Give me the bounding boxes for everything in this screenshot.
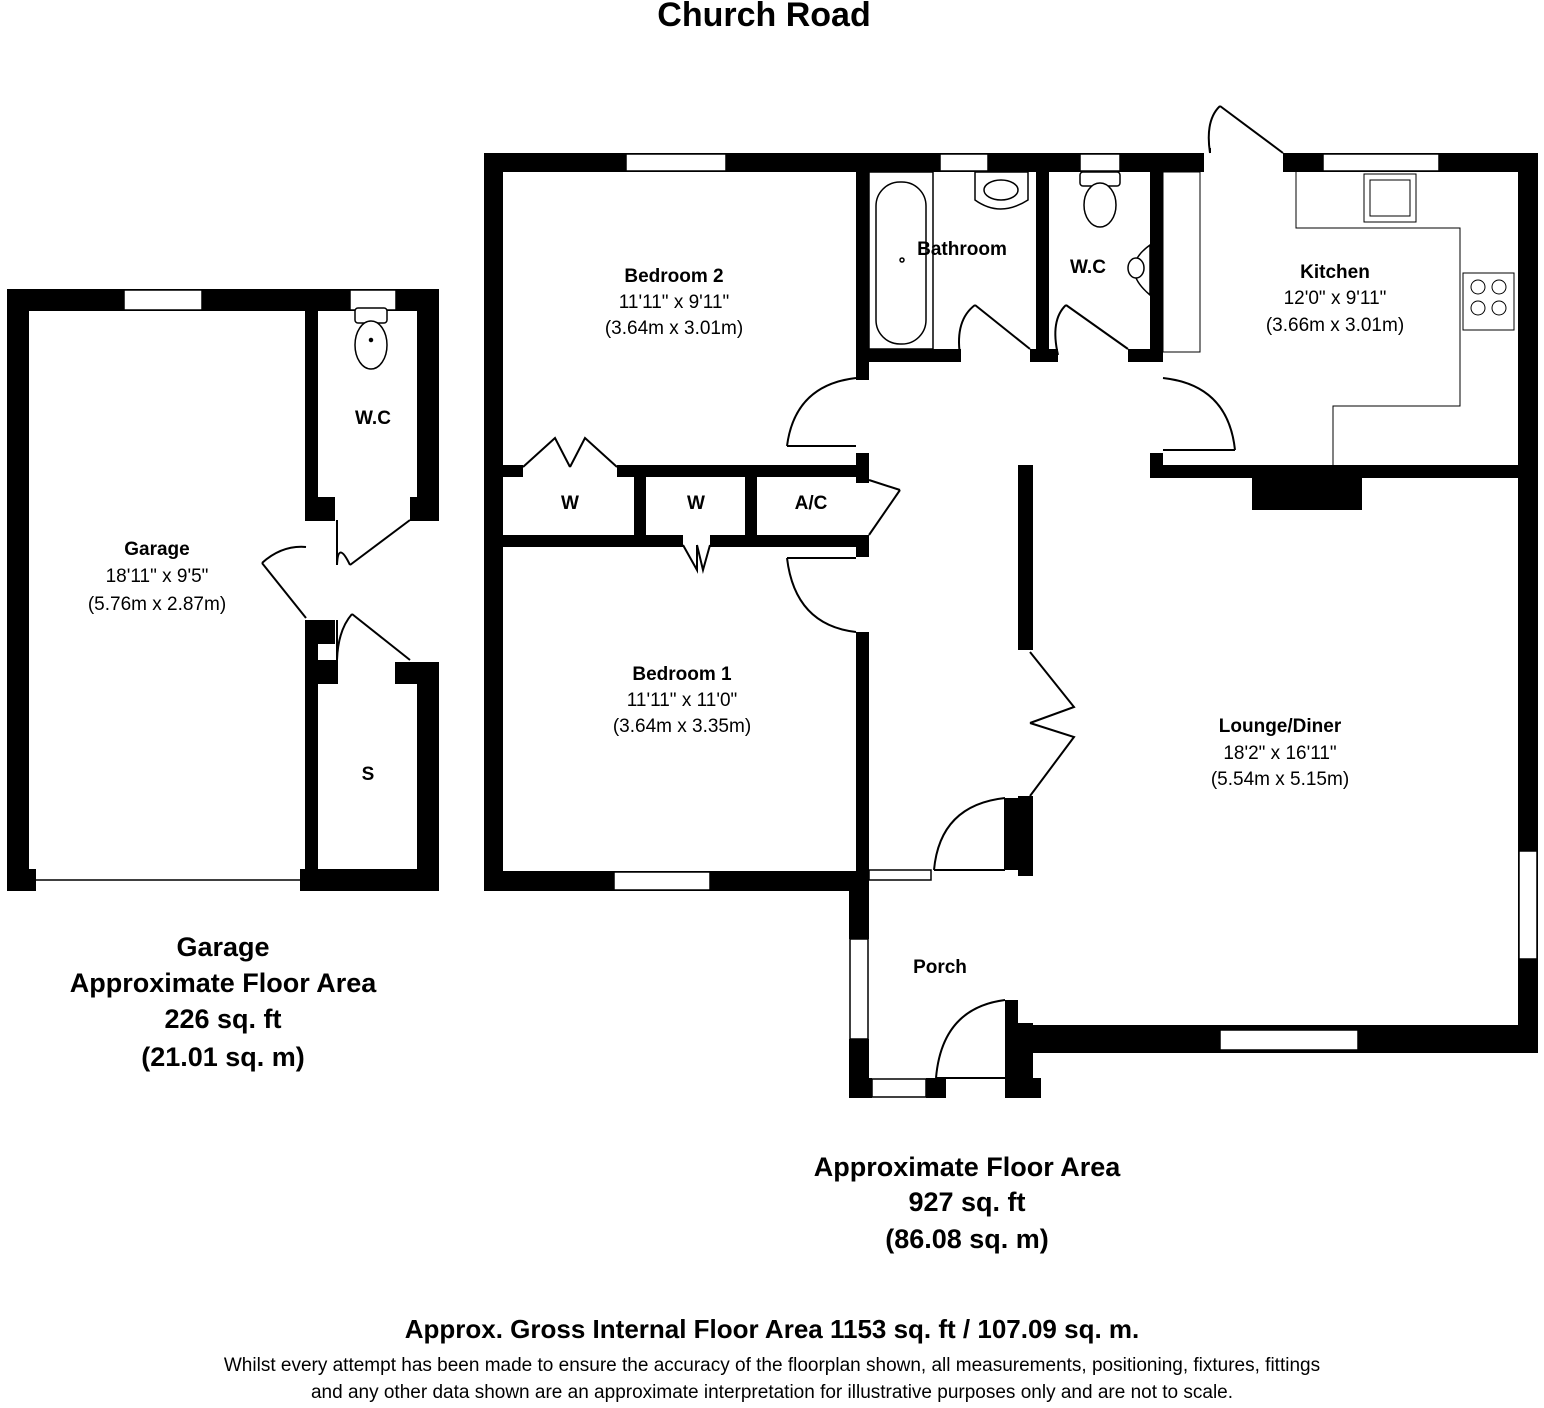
main-area-sqm: (86.08 sq. m) (885, 1224, 1049, 1254)
kitchen-size-metric: (3.66m x 3.01m) (1265, 315, 1405, 336)
wc-name: W.C (1070, 257, 1106, 278)
garage-name: Garage (124, 539, 190, 560)
lounge-size-metric: (5.54m x 5.15m) (1210, 769, 1350, 790)
bedroom2-size-metric: (3.64m x 3.01m) (604, 318, 744, 339)
garage-area-caption: Approximate Floor Area (69, 968, 377, 998)
garage-size-metric: (5.76m x 2.87m) (87, 594, 227, 615)
house-windows (613, 153, 1538, 1098)
garage-wc-toilet (354, 307, 388, 370)
bedroom1-size-imperial: 11'11" x 11'0" (626, 690, 738, 711)
main-area-sqft: 927 sq. ft (908, 1187, 1026, 1217)
garage-doors (261, 519, 411, 661)
main-area-caption: Approximate Floor Area (813, 1152, 1121, 1182)
gross-area: Approx. Gross Internal Floor Area 1153 s… (404, 1314, 1140, 1344)
airing-cupboard-name: A/C (794, 493, 828, 514)
bedroom2-name: Bedroom 2 (624, 266, 724, 287)
porch-name: Porch (913, 957, 967, 978)
kitchen-name: Kitchen (1300, 262, 1370, 283)
lounge-name: Lounge/Diner (1218, 716, 1342, 737)
house-doors (522, 105, 1284, 1079)
house-walls (484, 153, 1538, 1098)
garage-store-name: S (361, 764, 375, 785)
bedroom1-size-metric: (3.64m x 3.35m) (612, 716, 752, 737)
bath-fixtures (868, 171, 1151, 350)
garage-area-sqft: 226 sq. ft (164, 1004, 282, 1034)
garage-wc-name: W.C (355, 408, 391, 429)
garage-size-imperial: 18'11" x 9'5" (105, 566, 209, 587)
garage-walls (7, 289, 439, 891)
kitchen-fixtures (1162, 171, 1515, 465)
disclaimer-line1: Whilst every attempt has been made to en… (223, 1355, 1321, 1376)
page-title: Church Road (657, 0, 871, 34)
bathroom-name: Bathroom (917, 239, 1007, 260)
wardrobe1-name: W (561, 493, 579, 514)
bedroom1-name: Bedroom 1 (632, 664, 732, 685)
wardrobe2-name: W (687, 493, 705, 514)
garage-area-label: Garage (176, 932, 270, 962)
porch-screen (868, 869, 932, 881)
kitchen-size-imperial: 12'0" x 9'11" (1283, 288, 1387, 309)
disclaimer-line2: and any other data shown are an approxim… (310, 1382, 1234, 1403)
lounge-size-imperial: 18'2" x 16'11" (1223, 743, 1337, 764)
garage-windows (123, 289, 397, 311)
bedroom2-size-imperial: 11'11" x 9'11" (618, 292, 730, 313)
garage-area-sqm: (21.01 sq. m) (141, 1042, 305, 1072)
